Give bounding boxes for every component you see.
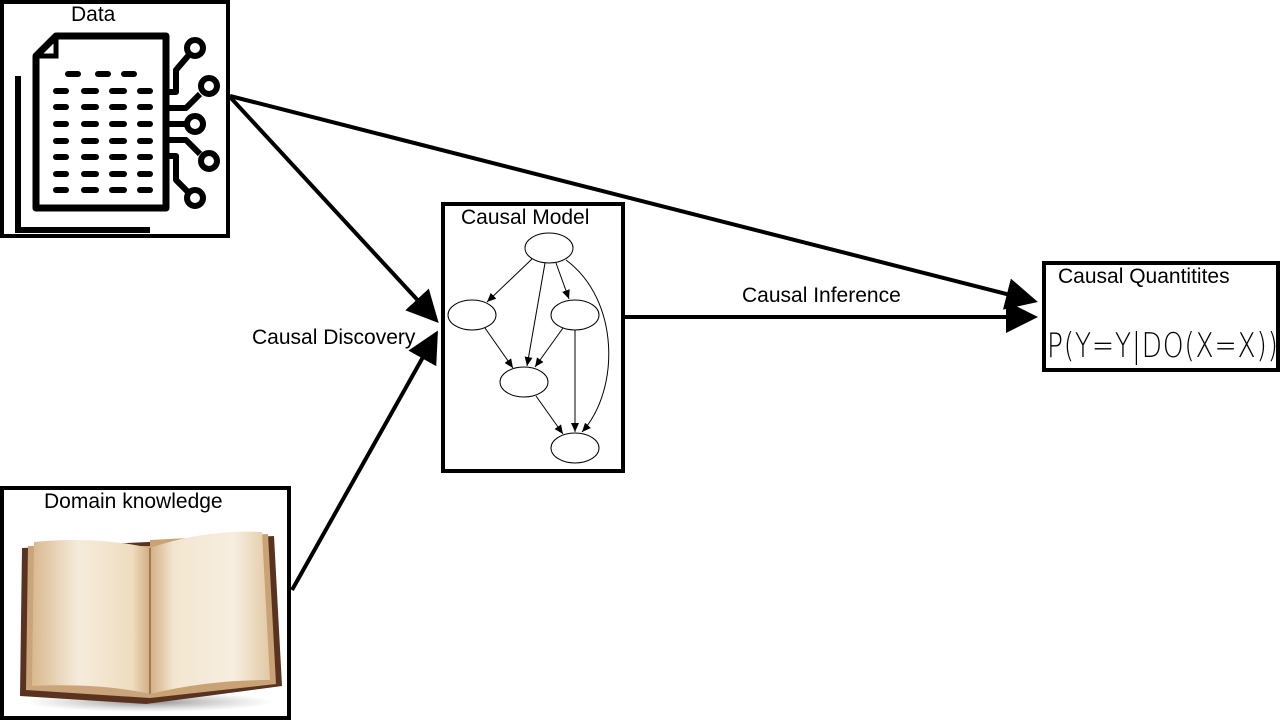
domain-knowledge-label: Domain knowledge bbox=[44, 490, 223, 513]
data-box bbox=[0, 0, 230, 238]
causal-quantities-label: Causal Quantitites bbox=[1058, 265, 1230, 288]
open-book-icon bbox=[20, 531, 282, 712]
domain-to-model-arrow bbox=[290, 330, 438, 591]
causal-quantity-formula: P(Y=Y|DO(X=X)) bbox=[1047, 326, 1279, 366]
causal-discovery-label: Causal Discovery bbox=[252, 326, 416, 349]
graph-node bbox=[499, 366, 549, 398]
graph-edge bbox=[534, 327, 564, 368]
graph-edge bbox=[535, 395, 564, 435]
data-box-label: Data bbox=[71, 3, 116, 26]
causal-quantities-box bbox=[1042, 261, 1280, 372]
graph-edge bbox=[524, 262, 546, 367]
graph-node bbox=[550, 432, 600, 464]
causal-inference-label: Causal Inference bbox=[742, 284, 901, 307]
data-to-quantities-arrow bbox=[229, 94, 1038, 310]
graph-edge bbox=[484, 327, 514, 369]
graph-node bbox=[447, 299, 497, 331]
domain-knowledge-box bbox=[0, 486, 291, 720]
data-document-icon bbox=[15, 32, 220, 233]
causal-model-label: Causal Model bbox=[461, 206, 590, 229]
graph-edge bbox=[486, 258, 533, 303]
graph-node bbox=[550, 299, 600, 331]
graph-node bbox=[524, 232, 574, 264]
graph-edge bbox=[565, 259, 610, 433]
graph-edge bbox=[555, 262, 570, 300]
data-to-model-arrow bbox=[228, 95, 439, 323]
